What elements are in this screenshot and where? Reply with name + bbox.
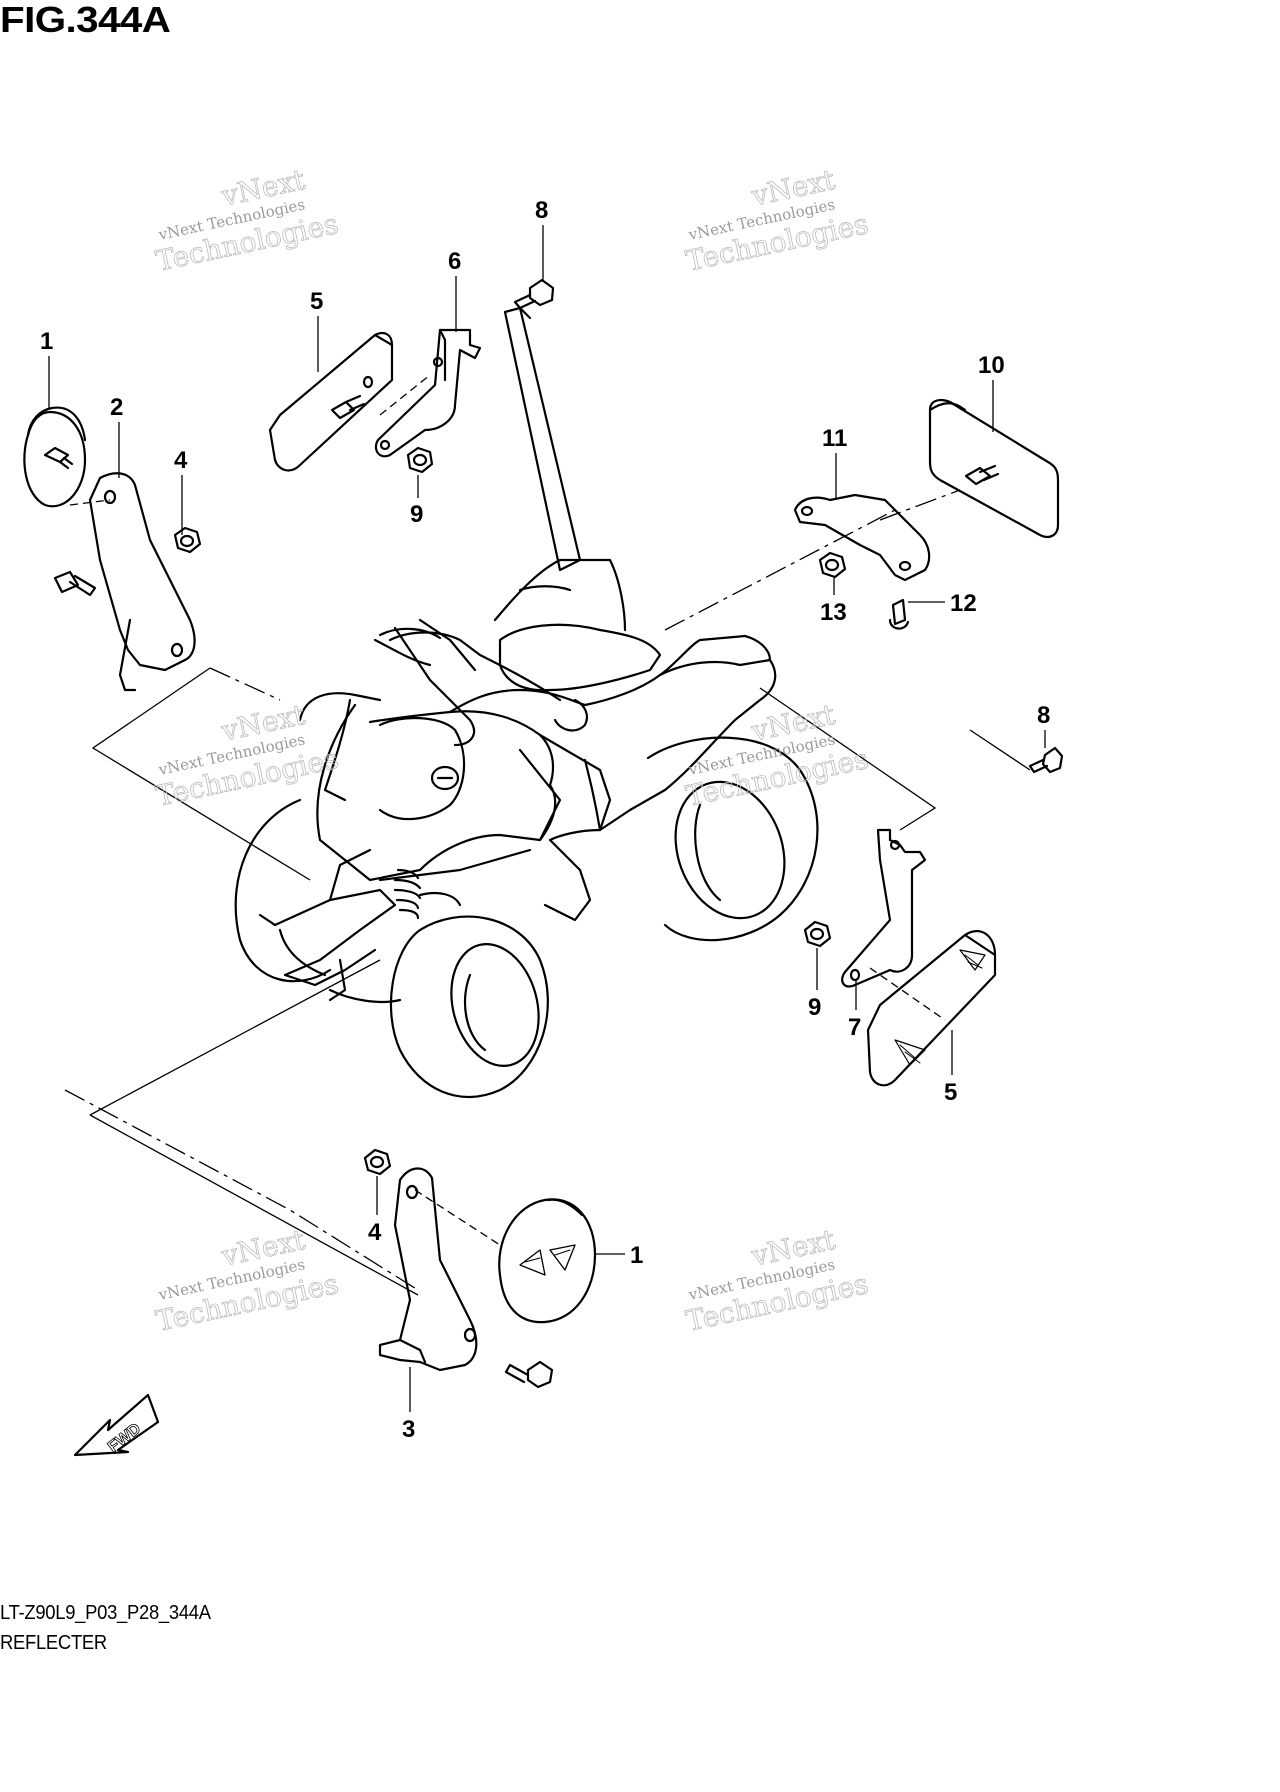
callout-6: 6 bbox=[448, 248, 461, 275]
model-code: LT-Z90L9_P03_P28_344A bbox=[0, 1602, 211, 1624]
callout-5b: 5 bbox=[944, 1079, 957, 1106]
callout-8b: 8 bbox=[1037, 702, 1050, 729]
callout-8: 8 bbox=[535, 197, 548, 224]
callout-10: 10 bbox=[978, 352, 1005, 379]
right-side-reflector-group bbox=[803, 746, 1064, 1087]
callout-12: 12 bbox=[950, 590, 977, 617]
top-right-reflector-group bbox=[793, 399, 1060, 630]
front-left-reflector-group bbox=[23, 406, 202, 692]
callout-9b: 9 bbox=[808, 994, 821, 1021]
callout-1: 1 bbox=[40, 328, 53, 355]
top-center-reflector-group bbox=[268, 278, 582, 572]
atv-vehicle-drawing bbox=[234, 558, 819, 1099]
callout-numbers: 1 2 4 5 6 9 8 10 11 12 13 8 9 7 5 4 1 3 bbox=[40, 197, 1050, 1443]
fwd-arrow-icon bbox=[73, 1393, 160, 1457]
callout-7: 7 bbox=[848, 1014, 861, 1041]
watermark-group: vNext vNext Technologies Technologies vN… bbox=[153, 162, 872, 1338]
callout-5: 5 bbox=[310, 288, 323, 315]
figure-title: FIG.344A bbox=[0, 0, 171, 40]
callout-13: 13 bbox=[820, 599, 847, 626]
callout-9: 9 bbox=[410, 501, 423, 528]
callout-11: 11 bbox=[822, 425, 847, 452]
callout-4: 4 bbox=[174, 447, 188, 474]
callout-1b: 1 bbox=[630, 1242, 643, 1269]
section-name: REFLECTER bbox=[0, 1632, 107, 1654]
callout-3: 3 bbox=[402, 1416, 415, 1443]
bottom-reflector-group bbox=[363, 1148, 597, 1389]
callout-4b: 4 bbox=[368, 1219, 382, 1246]
callout-2: 2 bbox=[110, 394, 123, 421]
leader-lines bbox=[48, 225, 1046, 1412]
